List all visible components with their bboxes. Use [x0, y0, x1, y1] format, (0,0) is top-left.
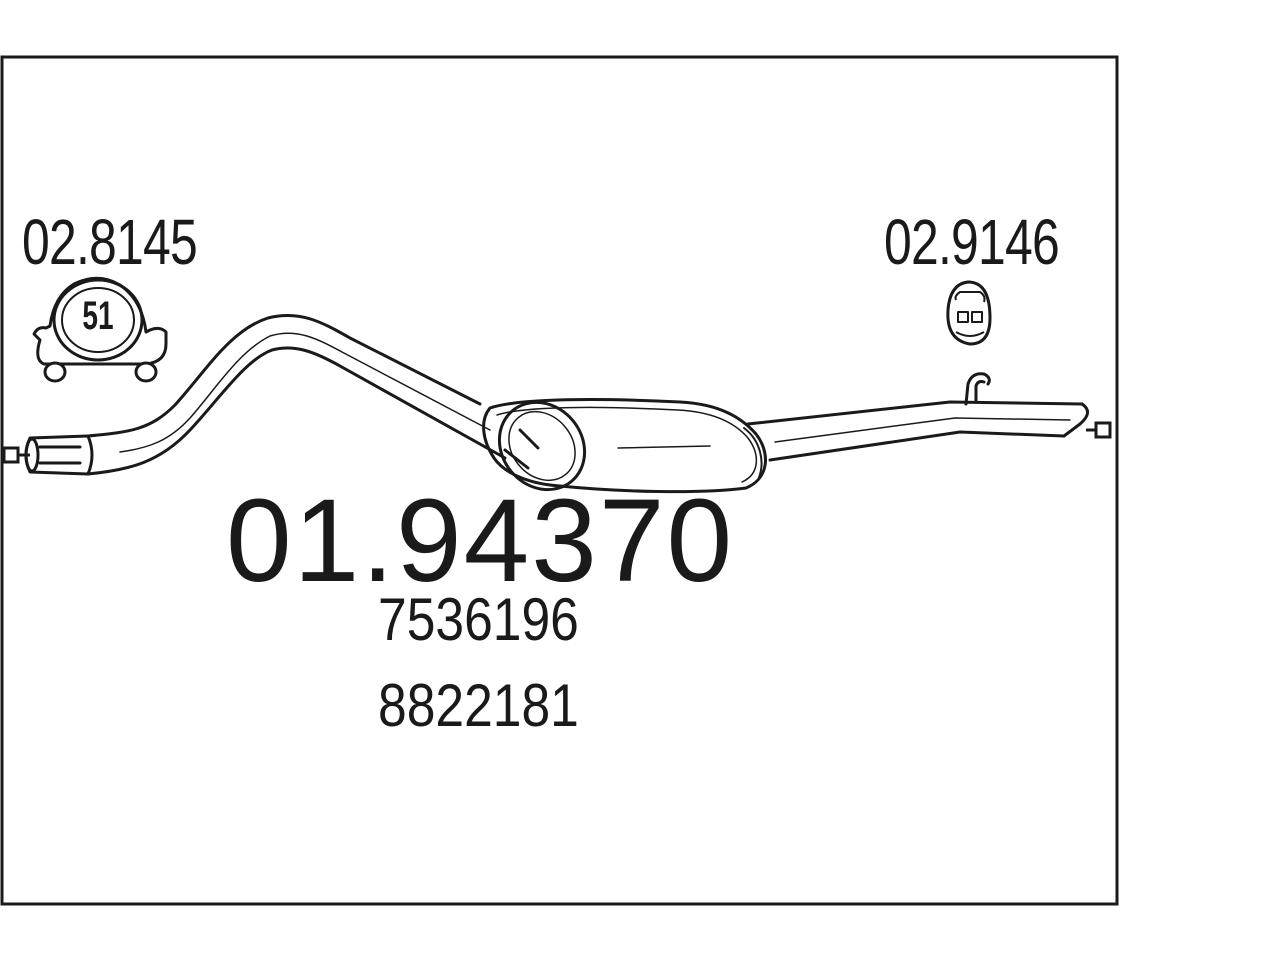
tailpipe-hook-icon — [964, 372, 991, 406]
clamp-size-label: 51 — [82, 294, 114, 338]
inlet-connector-icon — [2, 446, 30, 464]
tailpipe-lower — [768, 430, 1066, 462]
main-part-number: 01.94370 — [226, 475, 735, 607]
diagram-border — [0, 55, 1119, 906]
oem-number: 7536196 — [378, 586, 579, 653]
tailpipe-tip — [1062, 402, 1089, 438]
hanger-part-number: 02.9146 — [884, 206, 1060, 278]
silencer-end-cap — [497, 400, 587, 492]
inlet-pipe-upper — [86, 313, 482, 438]
tailpipe-upper — [746, 400, 1084, 426]
exhaust-clamp-icon — [32, 276, 168, 383]
outlet-connector-icon — [1086, 421, 1112, 439]
clamp-part-number: 02.8145 — [22, 206, 198, 278]
oem-number: 8822181 — [378, 672, 579, 739]
rubber-hanger-icon — [946, 280, 992, 346]
inlet-pipe-lower — [86, 346, 507, 476]
silencer-body — [482, 398, 767, 494]
rear-silencer-icon — [24, 313, 1089, 494]
